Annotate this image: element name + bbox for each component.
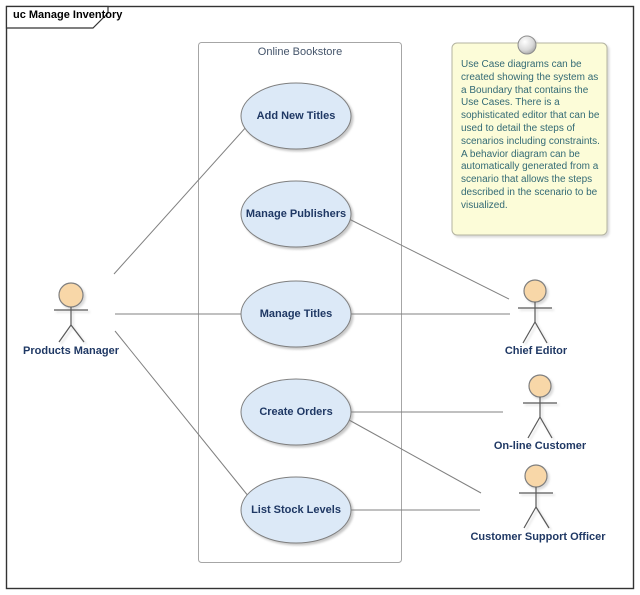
actor-head [524,464,548,488]
use-case-label-manage-publishers: Manage Publishers [245,208,347,220]
actor-label-chief-editor: Chief Editor [504,345,568,357]
frame-title: uc Manage Inventory [13,9,123,21]
use-case-label-add-new-titles: Add New Titles [256,110,336,122]
actor-online-customer[interactable] [523,374,557,439]
actor-leg-right [539,416,553,439]
connector-products-manager-add-new-titles[interactable] [113,125,248,275]
boundary-title: Online Bookstore [257,46,343,58]
actor-leg-right [535,506,550,529]
use-case-add-new-titles[interactable] [240,82,352,150]
connector-products-manager-list-stock-levels[interactable] [114,330,250,498]
actor-customer-support-officer[interactable] [519,464,553,529]
actor-leg-left [523,506,537,529]
actor-leg-left [58,324,72,343]
connector-create-orders-customer-support-officer[interactable] [348,419,482,494]
actor-chief-editor[interactable] [518,279,552,344]
actor-head [523,279,547,303]
actor-label-online-customer: On-line Customer [493,440,587,452]
actor-leg-right [70,324,85,343]
pin-icon [517,35,537,55]
actor-leg-right [534,321,548,344]
connector-manage-publishers-chief-editor[interactable] [348,218,510,300]
use-case-manage-titles[interactable] [240,280,352,348]
use-case-label-list-stock-levels: List Stock Levels [251,504,341,516]
use-case-list-stock-levels[interactable] [240,476,352,544]
actor-products-manager[interactable] [54,282,88,343]
frame-tab [5,5,109,29]
actor-leg-left [527,416,541,439]
actor-head [58,282,84,308]
use-case-manage-publishers[interactable] [240,180,352,248]
actor-head [528,374,552,398]
note-element[interactable] [451,35,608,236]
actor-leg-left [522,321,536,344]
actor-label-customer-support-officer: Customer Support Officer [470,531,606,543]
note-text: Use Case diagrams can be created showing… [461,59,600,211]
actor-label-products-manager: Products Manager [23,345,119,357]
use-case-label-create-orders: Create Orders [259,406,333,418]
use-case-label-manage-titles: Manage Titles [259,308,333,320]
use-case-create-orders[interactable] [240,378,352,446]
